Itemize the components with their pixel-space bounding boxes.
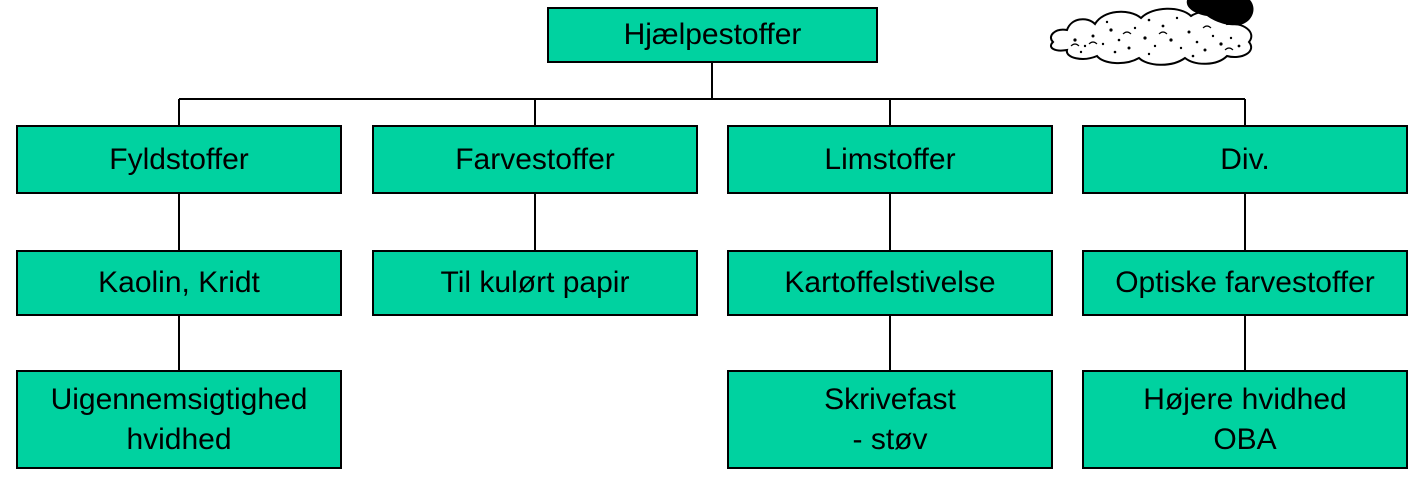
branch-label: Farvestoffer bbox=[455, 142, 615, 176]
child-label: Optiske farvestoffer bbox=[1115, 266, 1375, 299]
branch-label: Fyldstoffer bbox=[109, 142, 249, 176]
child-label-line1: Uigennemsigtighed bbox=[50, 382, 308, 416]
root-node-label: Hjælpestoffer bbox=[623, 18, 802, 51]
root-node-box: Hjælpestoffer bbox=[547, 7, 878, 63]
branch-label: Limstoffer bbox=[824, 142, 956, 176]
child-label-line1: Højere hvidhed bbox=[1143, 382, 1347, 416]
child-label-line2: OBA bbox=[1213, 422, 1277, 456]
child-box-skrivefast: Skrivefast - støv bbox=[727, 370, 1053, 469]
child-label-line1: Skrivefast bbox=[824, 382, 956, 416]
branch-box-fyldstoffer: Fyldstoffer bbox=[16, 125, 342, 194]
child-box-optiske-farvestoffer: Optiske farvestoffer bbox=[1082, 250, 1408, 316]
child-box-til-kuloert-papir: Til kulørt papir bbox=[372, 250, 698, 316]
child-label: Kartoffelstivelse bbox=[784, 266, 996, 299]
child-label-line2: - støv bbox=[852, 422, 928, 456]
branch-box-limstoffer: Limstoffer bbox=[727, 125, 1053, 194]
child-box-uigennemsigtighed: Uigennemsigtighed hvidhed bbox=[16, 370, 342, 469]
child-label-line2: hvidhed bbox=[126, 422, 232, 456]
branch-label: Div. bbox=[1220, 142, 1270, 176]
child-label: Kaolin, Kridt bbox=[98, 266, 260, 299]
child-box-hoejere-hvidhed: Højere hvidhed OBA bbox=[1082, 370, 1408, 469]
branch-box-farvestoffer: Farvestoffer bbox=[372, 125, 698, 194]
child-box-kartoffelstivelse: Kartoffelstivelse bbox=[727, 250, 1053, 316]
dust-cloud-icon bbox=[1049, 0, 1254, 66]
branch-box-div: Div. bbox=[1082, 125, 1408, 194]
child-label: Til kulørt papir bbox=[440, 266, 630, 299]
child-box-kaolin-kridt: Kaolin, Kridt bbox=[16, 250, 342, 316]
